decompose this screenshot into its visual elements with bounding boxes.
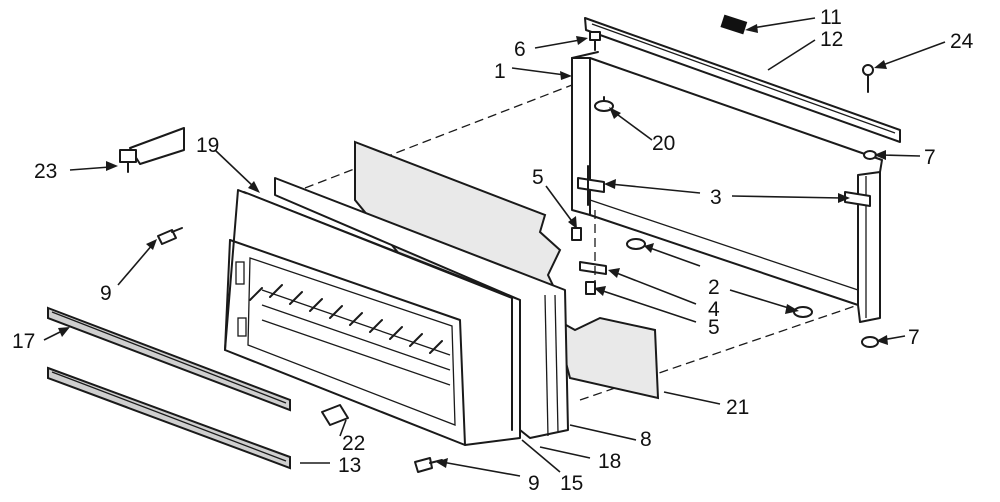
callout-7-top: 7 xyxy=(924,146,936,169)
nut-part-2-center xyxy=(626,238,646,250)
screw-part-5-upper xyxy=(571,227,582,241)
callout-9-lower: 9 xyxy=(528,472,540,495)
screw-part-5-lower xyxy=(585,281,596,295)
callout-12: 12 xyxy=(820,28,843,51)
callout-13: 13 xyxy=(338,454,361,477)
trim-strip-part-13 xyxy=(47,366,291,470)
callout-20: 20 xyxy=(652,132,675,155)
callout-15: 15 xyxy=(560,472,583,495)
callout-5-lower: 5 xyxy=(708,316,720,339)
top-trim-part-12 xyxy=(584,17,901,143)
door-frame-part-1 xyxy=(571,51,883,323)
callout-17: 17 xyxy=(12,330,35,353)
callout-5-upper: 5 xyxy=(532,166,544,189)
nut-part-20 xyxy=(594,96,614,112)
callout-9-upper: 9 xyxy=(100,282,112,305)
door-outer-panel-part-8 xyxy=(274,177,569,439)
label-part-11 xyxy=(720,14,748,35)
bracket-part-4 xyxy=(579,261,607,275)
callout-6: 6 xyxy=(514,38,526,61)
screw-part-6 xyxy=(589,31,601,51)
leader-lines xyxy=(43,17,946,477)
end-cap-part-22 xyxy=(321,404,349,426)
callout-21: 21 xyxy=(726,396,749,419)
bracket-part-23 xyxy=(119,127,185,173)
callout-4: 4 xyxy=(708,298,720,321)
callout-8: 8 xyxy=(640,428,652,451)
callout-19: 19 xyxy=(196,134,219,157)
clip-part-7-bottom xyxy=(861,336,879,348)
callout-22: 22 xyxy=(342,432,365,455)
callout-1: 1 xyxy=(494,60,506,83)
callout-23: 23 xyxy=(34,160,57,183)
door-liner-part-19 xyxy=(224,189,521,446)
hinge-bracket-upper-part-3 xyxy=(577,165,605,206)
callout-2: 2 xyxy=(708,276,720,299)
callout-labels: 1 6 11 12 24 20 7 3 5 2 4 5 7 21 8 18 15… xyxy=(12,6,974,495)
callout-18: 18 xyxy=(598,450,621,473)
screw-part-24 xyxy=(862,64,874,93)
callout-11: 11 xyxy=(820,6,842,29)
trim-strip-part-17 xyxy=(47,306,291,412)
callout-24: 24 xyxy=(950,30,974,53)
callout-3: 3 xyxy=(710,186,722,209)
nut-part-2-right xyxy=(793,306,813,318)
screw-part-9-upper xyxy=(157,227,183,245)
callout-7-bottom: 7 xyxy=(908,326,920,349)
screw-part-9-lower xyxy=(414,457,443,473)
